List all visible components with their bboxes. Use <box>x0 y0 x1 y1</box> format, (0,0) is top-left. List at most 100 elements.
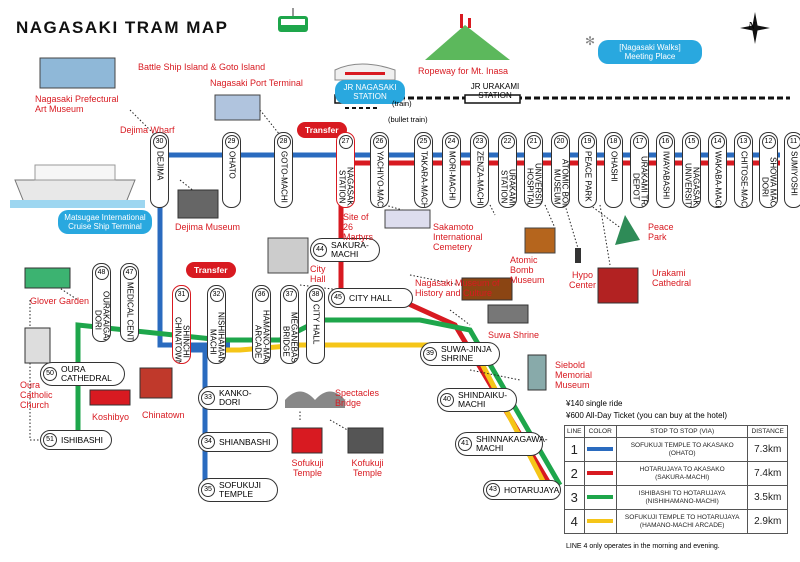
bullet-train-icon <box>334 63 396 81</box>
transfer-shinchi: Transfer <box>186 262 236 278</box>
meeting-place: [Nagasaki Walks] Meeting Place <box>598 40 702 64</box>
label-hypo: Hypo Center <box>568 270 596 290</box>
label-peace-park: Peace Park <box>648 222 674 242</box>
label-suwa-shrine: Suwa Shrine <box>488 330 540 340</box>
church-icon <box>24 327 51 364</box>
building-icon <box>39 57 116 89</box>
jr-nagasaki-station: JR NAGASAKI STATION <box>335 80 405 104</box>
svg-text:✻: ✻ <box>585 34 595 48</box>
label-oura-church: Oura Catholic Church <box>20 380 53 410</box>
label-martyrs: Site of 26 Martyrs <box>343 212 373 242</box>
label-dejima-wharf: Dejima Wharf <box>120 125 175 135</box>
label-siebold: Siebold Memorial Museum <box>555 360 593 390</box>
koshibyo-icon <box>89 389 131 406</box>
label-sakamoto: Sakamoto International Cemetery <box>433 222 483 252</box>
label-kofukuji: Kofukuji Temple <box>351 458 384 478</box>
garden-icon <box>24 267 71 289</box>
sofukuji-icon <box>291 427 323 454</box>
label-chinatown: Chinatown <box>142 410 185 420</box>
line-color-swatch <box>587 471 614 475</box>
statue-icon <box>615 215 640 245</box>
label-ropeway: Ropeway for Mt. Inasa <box>418 66 509 76</box>
compass-north: N <box>748 20 756 32</box>
tram-icon <box>278 8 308 32</box>
label-sofukuji: Sofukuji Temple <box>291 458 324 478</box>
label-dejima-museum: Dejima Museum <box>175 222 241 232</box>
line-color-swatch <box>587 519 614 523</box>
shrine-icon <box>487 304 529 324</box>
museum-icon <box>524 227 556 254</box>
fare-single: ¥140 single ride <box>566 399 623 408</box>
label-spectacles: Spectacles Bridge <box>335 388 380 408</box>
label-glover: Glover Garden <box>30 296 90 306</box>
dejima-building-icon <box>177 189 219 219</box>
city-hall-icon <box>267 237 309 274</box>
kofukuji-icon <box>347 427 384 454</box>
bullet-train-label: (bullet train) <box>388 115 428 124</box>
label-urakami-cathedral: Urakami Cathedral <box>652 268 692 288</box>
siebold-icon <box>527 354 547 391</box>
label-city-hall: City Hall <box>310 264 326 284</box>
cruise-ship-icon <box>10 164 145 208</box>
line-color-swatch <box>587 447 614 451</box>
label-port-terminal: Nagasaki Port Terminal <box>210 78 303 88</box>
mountain-icon <box>425 14 510 60</box>
compass-icon <box>740 12 770 44</box>
label-battle-ship: Battle Ship Island & Goto Island <box>138 62 266 72</box>
map-title: NAGASAKI TRAM MAP <box>16 18 229 37</box>
transfer-nagasaki: Transfer <box>297 122 347 138</box>
terminal-icon <box>214 94 261 121</box>
hypo-icon <box>575 248 581 263</box>
martyrs-icon <box>384 209 431 229</box>
fare-allday: ¥600 All-Day Ticket (you can buy at the … <box>566 411 727 420</box>
cruise-terminal-label: Matsugae International Cruise Ship Termi… <box>58 210 152 234</box>
label-atomic-museum: Atomic Bomb Museum <box>510 255 545 285</box>
history-museum-icon <box>461 277 513 301</box>
cathedral-icon <box>597 267 639 304</box>
line-color-swatch <box>587 495 614 499</box>
legend-note: LINE 4 only operates in the morning and … <box>566 543 720 550</box>
label-koshibyo: Koshibyo <box>92 412 130 422</box>
train-label: (train) <box>392 99 412 108</box>
label-history-museum: Nagasaki Museum of History and Culture <box>415 278 500 298</box>
